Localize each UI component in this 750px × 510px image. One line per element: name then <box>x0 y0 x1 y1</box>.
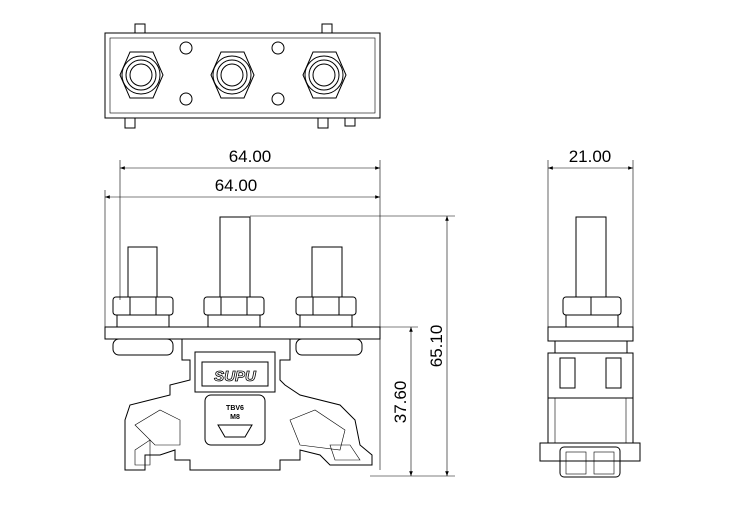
dimension-side-width: 21.00 <box>547 147 634 330</box>
dim-65-10: 65.10 <box>427 325 446 368</box>
thread-label: M8 <box>230 414 240 421</box>
busbar-plate <box>104 326 381 340</box>
hex-nut-top-3 <box>302 51 347 99</box>
stud-3 <box>311 246 343 298</box>
model-label: TBV6 <box>226 405 244 412</box>
dimension-total-height: 65.10 <box>250 215 455 477</box>
brand-logo: SUPU <box>214 368 257 385</box>
dimension-plate-width: 64.00 <box>104 176 380 330</box>
dim-64-plate: 64.00 <box>215 176 258 195</box>
top-view <box>104 23 381 129</box>
front-view: SUPU TBV6 M8 <box>104 216 381 471</box>
dimension-top-width: 64.00 <box>119 147 381 470</box>
hex-nut-top-2 <box>210 51 255 99</box>
side-view <box>539 216 641 478</box>
stud-1 <box>127 246 158 298</box>
housing-body: SUPU TBV6 M8 <box>124 339 373 471</box>
dim-64-top: 64.00 <box>229 147 272 166</box>
hex-nut-top-1 <box>119 51 164 99</box>
nuts-front <box>112 296 357 328</box>
dimension-base-height: 37.60 <box>380 326 418 476</box>
dim-21: 21.00 <box>569 147 612 166</box>
dim-37-60: 37.60 <box>391 381 410 424</box>
stud-2 <box>219 216 251 298</box>
